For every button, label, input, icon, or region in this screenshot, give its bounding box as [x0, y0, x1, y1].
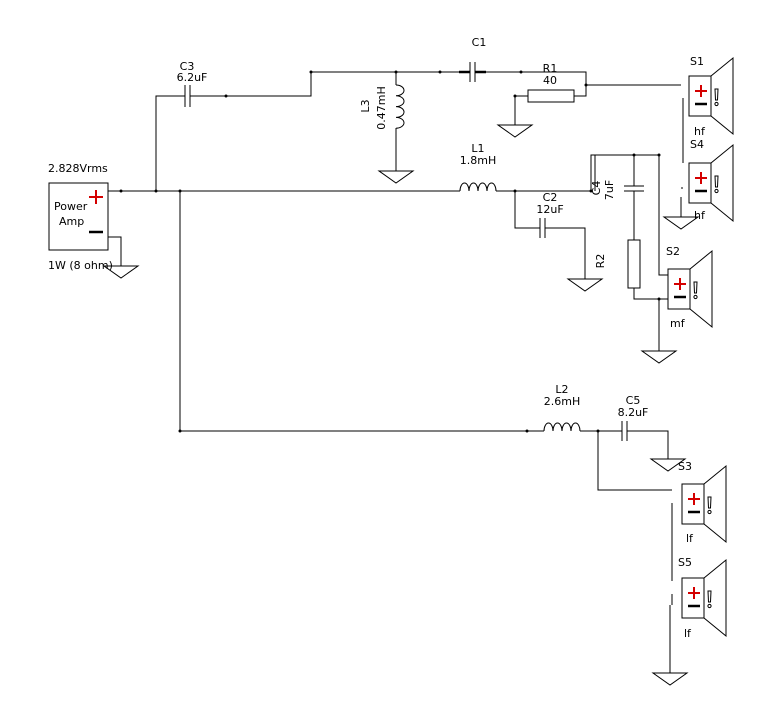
ground-l3: [378, 166, 414, 184]
amp-power-label: 1W (8 ohm): [48, 259, 113, 272]
l2-name: L2: [555, 383, 568, 396]
l3-value: 0.47mH: [375, 86, 388, 129]
s5-label: lf: [684, 627, 692, 640]
speaker-s2: S2 mf: [666, 245, 714, 330]
l1-value: 1.8mH: [460, 154, 496, 167]
s4-name: S4: [690, 138, 704, 151]
amp-name-line1: Power: [54, 200, 88, 213]
ground-s5: [652, 668, 688, 686]
s5-name: S5: [678, 556, 692, 569]
amp-voltage-label: 2.828Vrms: [48, 162, 108, 175]
inductor-l2: L2 2.6mH: [543, 383, 581, 432]
s4-label: hf: [694, 209, 706, 222]
speaker-s5: S5 lf: [678, 556, 728, 640]
resistor-r1: R1 40: [527, 62, 575, 103]
inductor-l1: L1 1.8mH: [459, 142, 497, 192]
amp-name-line2: Amp: [59, 215, 84, 228]
s2-label: mf: [670, 317, 686, 330]
c3-name: C3: [180, 60, 195, 73]
l1-name: L1: [471, 142, 484, 155]
c4-value: 7uF: [603, 180, 616, 200]
s1-name: S1: [690, 55, 704, 68]
s3-label: lf: [686, 532, 694, 545]
s2-name: S2: [666, 245, 680, 258]
capacitor-c5: C5 8.2uF: [618, 394, 649, 441]
c2-name: C2: [543, 191, 558, 204]
l3-name: L3: [359, 99, 372, 112]
c4-name: C4: [590, 181, 603, 196]
capacitor-c2: C2 12uF: [536, 191, 564, 238]
speaker-s1: S1 hf: [687, 55, 735, 138]
ground-c2: [567, 274, 603, 292]
inductor-l3: L3 0.47mH: [359, 84, 405, 130]
c3-value: 6.2uF: [177, 71, 208, 84]
ground-r1: [497, 120, 533, 138]
c2-value: 12uF: [536, 203, 563, 216]
c5-name: C5: [626, 394, 641, 407]
c1-name: C1: [472, 36, 487, 49]
resistor-r2: R2: [594, 239, 641, 289]
s1-label: hf: [694, 125, 706, 138]
speaker-s3: S3 lf: [678, 460, 728, 545]
r1-name: R1: [543, 62, 558, 75]
speaker-s4: S4 hf: [687, 138, 735, 223]
capacitor-c3: C3 6.2uF: [177, 60, 208, 107]
wiring: [108, 70, 684, 669]
power-amp: 2.828Vrms Power Amp 1W (8 ohm): [48, 162, 113, 272]
l2-value: 2.6mH: [544, 395, 580, 408]
ground-s4: [663, 212, 699, 230]
ground-s2: [641, 346, 677, 364]
s3-name: S3: [678, 460, 692, 473]
c5-value: 8.2uF: [618, 406, 649, 419]
power-amp-box: [48, 182, 109, 251]
capacitor-c4: C4 7uF: [590, 180, 644, 200]
r2-name: R2: [594, 254, 607, 269]
r1-value: 40: [543, 74, 557, 87]
capacitor-c1: C1: [459, 36, 486, 82]
